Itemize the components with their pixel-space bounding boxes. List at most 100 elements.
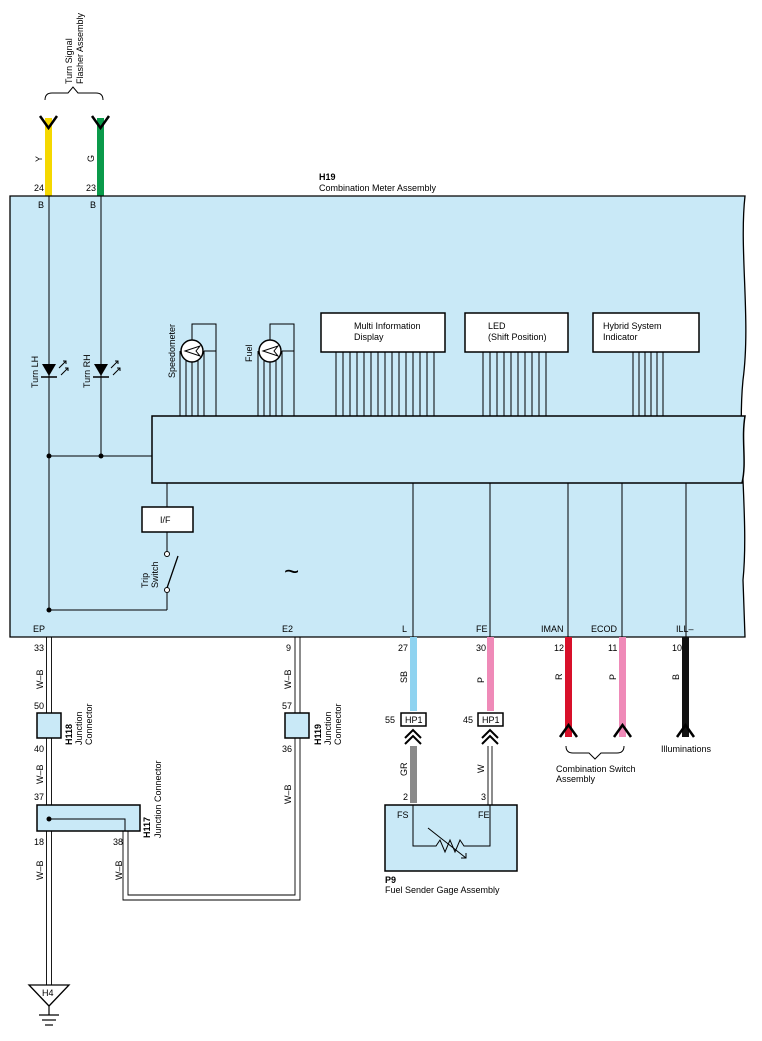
- hp1-label-55: HP1: [405, 715, 423, 725]
- connector-chevron-yellow: [38, 115, 59, 131]
- pin-3: 3: [481, 792, 486, 802]
- pin-33: 33: [34, 643, 44, 653]
- h119-line2: Connector: [333, 703, 343, 745]
- sender-name: Fuel Sender Gage Assembly: [385, 885, 500, 895]
- pin-55: 55: [385, 715, 395, 725]
- pin-27: 27: [398, 643, 408, 653]
- connector-chevron-iman: [558, 722, 579, 738]
- sender-fe-label: FE: [478, 810, 490, 820]
- pin-57: 57: [282, 701, 292, 711]
- wire-yellow: [45, 118, 52, 196]
- hp1-connector-55: [400, 712, 427, 727]
- wire-black: [682, 637, 689, 737]
- wire-red: [565, 637, 572, 737]
- wire-code-ep-low: W–B: [35, 860, 45, 880]
- interface-label: I/F: [160, 515, 171, 525]
- wire-code-fe: P: [476, 677, 486, 683]
- sender-code: P9: [385, 875, 396, 885]
- terminal-l: L: [402, 624, 407, 634]
- turn-rh-label: Turn RH: [82, 354, 92, 388]
- h119-junction-connector: [284, 712, 310, 739]
- connector-chevron-ill: [675, 722, 696, 738]
- connector-b-24: B: [38, 200, 44, 210]
- h117-name: Junction Connector: [153, 760, 163, 838]
- turn-lh-label: Turn LH: [30, 356, 40, 388]
- flasher-label-line1: Turn Signal: [64, 38, 74, 84]
- connector-b-23: B: [90, 200, 96, 210]
- terminal-ep: EP: [33, 624, 45, 634]
- pin-38: 38: [113, 837, 123, 847]
- meter-name: Combination Meter Assembly: [319, 183, 437, 193]
- wire-code-ep-mid: W–B: [35, 764, 45, 784]
- led-shift-position: [464, 312, 569, 353]
- ground-code: H4: [42, 988, 54, 998]
- combo-switch-line1: Combination Switch: [556, 764, 636, 774]
- wire-code-ill: B: [671, 674, 681, 680]
- terminal-iman: IMAN: [541, 624, 564, 634]
- terminal-ecod: ECOD: [591, 624, 618, 634]
- h118-line1: Junction: [74, 711, 84, 745]
- trip-switch-icon: [166, 555, 179, 589]
- hybrid-label-line2: Indicator: [603, 332, 638, 342]
- hp1-chevron-45: [481, 728, 499, 745]
- wire-code-ep-top: W–B: [35, 669, 45, 689]
- pin-24: 24: [34, 183, 44, 193]
- wire-code-e2-top: W–B: [283, 669, 293, 689]
- wire-code-l: SB: [399, 671, 409, 683]
- terminal-ill: ILL–: [676, 624, 694, 634]
- hybrid-label-line1: Hybrid System: [603, 321, 662, 331]
- h119-code: H119: [313, 724, 323, 745]
- flasher-brace: [44, 86, 104, 101]
- pin-40: 40: [34, 744, 44, 754]
- fuel-gauge-label: Fuel: [244, 344, 254, 362]
- tilde-symbol: ~: [284, 556, 299, 586]
- trip-switch-label-line2: Switch: [150, 561, 160, 588]
- connector-chevron-green: [90, 115, 111, 131]
- meter-control-block: [151, 415, 746, 484]
- pin-2: 2: [403, 792, 408, 802]
- wire-code-iman: R: [554, 673, 564, 680]
- ground-h4-icon: [27, 984, 71, 1007]
- pin-9: 9: [286, 643, 291, 653]
- flasher-label-line2: Flasher Assembly: [75, 12, 85, 84]
- hp1-label-45: HP1: [482, 715, 500, 725]
- mid-label-line1: Multi Information: [354, 321, 421, 331]
- wire-sky-blue: [410, 637, 417, 711]
- pin-30: 30: [476, 643, 486, 653]
- pin-23: 23: [86, 183, 96, 193]
- terminal-e2: E2: [282, 624, 293, 634]
- pin-12: 12: [554, 643, 564, 653]
- hp1-chevron-55: [404, 728, 422, 745]
- meter-code: H19: [319, 172, 336, 182]
- led-label-line1: LED: [488, 321, 506, 331]
- pin-10: 10: [672, 643, 682, 653]
- multi-information-display: [320, 312, 446, 353]
- h119-line1: Junction: [323, 711, 333, 745]
- wire-code-j38: W–B: [114, 860, 124, 880]
- mid-label-line2: Display: [354, 332, 384, 342]
- wire-pink-fe: [487, 637, 494, 711]
- turn-lh-led-icon: [41, 360, 69, 378]
- fuel-sender-assembly: [384, 804, 518, 872]
- wire-code-e2-mid: W–B: [283, 784, 293, 804]
- trip-switch-label-line1: Trip: [140, 573, 150, 588]
- h117-junction-connector: [36, 804, 141, 832]
- terminal-fe: FE: [476, 624, 488, 634]
- sender-fs-label: FS: [397, 810, 409, 820]
- speedometer-label: Speedometer: [167, 324, 177, 378]
- combo-switch-brace: [565, 745, 625, 760]
- wire-code-green: G: [86, 155, 96, 162]
- hybrid-system-indicator: [592, 312, 700, 353]
- pin-36: 36: [282, 744, 292, 754]
- h118-line2: Connector: [84, 703, 94, 745]
- led-label-line2: (Shift Position): [488, 332, 547, 342]
- pin-11: 11: [608, 643, 617, 653]
- pin-37: 37: [34, 792, 44, 802]
- hp1-connector-45: [477, 712, 504, 727]
- interface-block: [141, 506, 194, 533]
- h117-code: H117: [142, 817, 152, 838]
- wire-code-fs-sender: GR: [399, 762, 409, 776]
- pin-18: 18: [34, 837, 44, 847]
- turn-rh-led-icon: [93, 360, 121, 378]
